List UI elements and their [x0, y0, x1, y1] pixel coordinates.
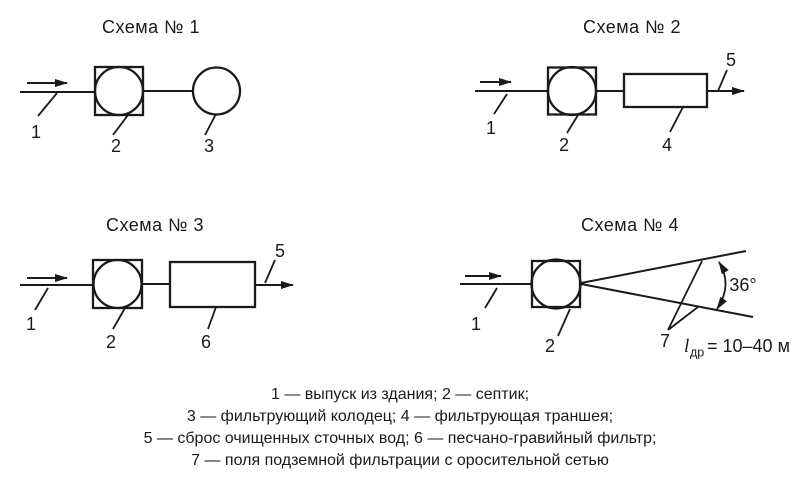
leader-line-3: [204, 113, 217, 136]
callout-label-1: 1: [26, 314, 36, 334]
scheme-3: Схема № 3 1 2 6 5: [20, 215, 294, 352]
leader-line-1: [484, 287, 498, 309]
filter-well-circle: [191, 66, 242, 116]
callout-label-5: 5: [275, 241, 285, 261]
leader-line-4: [669, 106, 684, 133]
drain-length-value: = 10–40 м: [707, 336, 790, 356]
callout-label-2: 2: [559, 135, 569, 155]
callout-label-6: 6: [201, 332, 211, 352]
leader-line-2: [566, 114, 579, 134]
legend: 1 — выпуск из здания; 2 — септик; 3 — фи…: [144, 386, 657, 469]
filter-trench-rect: [622, 72, 709, 109]
filtration-field-line-lower: [580, 283, 754, 318]
leader-line-7b: [667, 306, 699, 331]
callout-label-5: 5: [726, 50, 736, 70]
septic-circle: [92, 258, 143, 310]
callout-label-2: 2: [545, 336, 555, 356]
leader-line-1: [493, 93, 508, 115]
callout-label-1: 1: [31, 122, 41, 142]
scheme-4-title: Схема № 4: [581, 215, 679, 235]
leader-line-5: [264, 259, 276, 284]
leader-line-2: [112, 307, 126, 330]
scheme-1: Схема № 1 1 2 3: [20, 17, 242, 156]
drain-length-symbol: l: [684, 336, 689, 357]
leader-line-2: [557, 308, 571, 337]
drain-length-label: l др = 10–40 м: [684, 336, 790, 360]
callout-label-3: 3: [204, 136, 214, 156]
leader-line-5: [717, 69, 728, 92]
scheme-4: Схема № 4 36° 1 2 7 l др = 10–40 м: [460, 215, 790, 360]
septic-circle: [546, 65, 598, 117]
septic-box: [530, 259, 582, 309]
callout-label-7: 7: [660, 331, 670, 351]
leader-line-7a: [667, 260, 703, 331]
legend-line-1: 1 — выпуск из здания; 2 — септик;: [271, 386, 529, 403]
sand-gravel-filter-rect: [168, 260, 257, 309]
callout-label-2: 2: [106, 332, 116, 352]
scheme-1-title: Схема № 1: [102, 17, 200, 37]
scheme-2: Схема № 2 1 2 4 5: [475, 17, 745, 155]
scheme-3-title: Схема № 3: [106, 215, 204, 235]
leader-line-1: [37, 92, 58, 117]
leader-line-6: [207, 306, 217, 330]
callout-label-2: 2: [111, 136, 121, 156]
angle-arc: [716, 261, 729, 310]
leader-line-2: [112, 114, 129, 136]
leader-line-1: [34, 287, 49, 311]
legend-line-3: 5 — сброс очищенных сточных вод; 6 — пес…: [144, 430, 657, 447]
filtration-field-line-upper: [580, 250, 747, 284]
callout-label-1: 1: [486, 118, 496, 138]
septic-circle: [530, 258, 582, 310]
legend-line-4: 7 — поля подземной фильтрации с оросител…: [191, 452, 609, 469]
callout-label-1: 1: [471, 314, 481, 334]
drain-length-subscript: др: [690, 346, 704, 360]
angle-label: 36°: [729, 275, 756, 295]
legend-line-2: 3 — фильтрующий колодец; 4 — фильтрующая…: [187, 408, 613, 425]
scheme-2-title: Схема № 2: [583, 17, 681, 37]
septic-circle: [93, 65, 145, 117]
callout-label-4: 4: [662, 135, 672, 155]
